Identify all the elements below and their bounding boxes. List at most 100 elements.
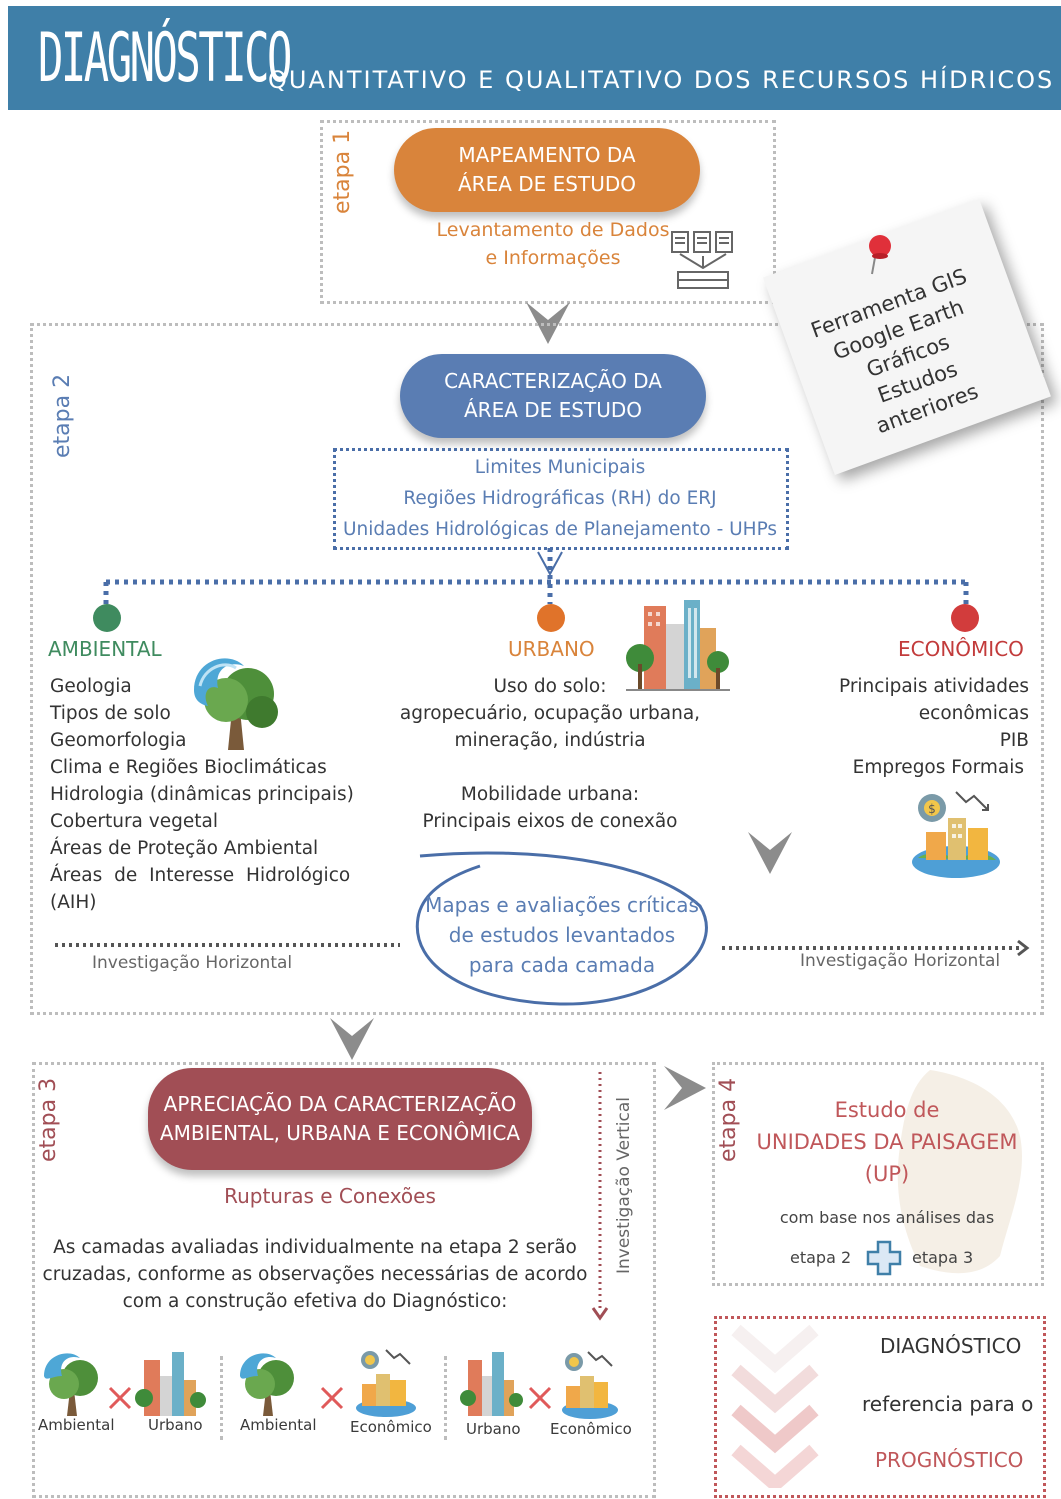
pair1-label-b: Urbano xyxy=(148,1416,203,1434)
pushpin-icon xyxy=(869,235,891,275)
etapa4-right: etapa 3 xyxy=(912,1248,974,1267)
etapa4-title: Estudo de UNIDADES DA PAISAGEM (UP) xyxy=(742,1094,1032,1190)
etapa1-sub-line1: Levantamento de Dados xyxy=(436,219,670,241)
economico-dot xyxy=(951,604,979,632)
arrow-down-2 xyxy=(748,832,792,874)
final-box xyxy=(714,1316,1046,1498)
pair-ambiental-urbano xyxy=(44,1352,206,1416)
horizontal-line-left xyxy=(55,943,400,947)
pair2-label-a: Ambiental xyxy=(240,1416,317,1434)
etapa3-subtitle: Rupturas e Conexões xyxy=(224,1184,436,1208)
page-title: DIAGNÓSTICO xyxy=(38,19,292,98)
etapa1-title-line2: ÁREA DE ESTUDO xyxy=(458,172,636,196)
etapa1-label: etapa 1 xyxy=(330,129,355,214)
etapa2-title-line1: CARACTERIZAÇÃO DA xyxy=(444,369,662,393)
etapa3-title-line2: AMBIENTAL, URBANA E ECONÔMICA xyxy=(159,1121,521,1145)
pair-urbano-economico xyxy=(460,1351,618,1419)
city-buildings-icon xyxy=(626,600,730,691)
urbano-title: URBANO xyxy=(508,637,595,661)
horizontal-label-left: Investigação Horizontal xyxy=(92,953,293,973)
pair3-label-b: Econômico xyxy=(550,1420,632,1438)
ambiental-item: Hidrologia (dinâmicas principais) xyxy=(50,784,354,805)
limit-item: Regiões Hidrográficas (RH) do ERJ xyxy=(403,488,717,509)
economico-item: econômicas xyxy=(918,703,1029,724)
map-background xyxy=(897,1070,1022,1274)
ambiental-item: (AIH) xyxy=(50,892,97,913)
etapa2-title-box: CARACTERIZAÇÃO DA ÁREA DE ESTUDO xyxy=(400,354,706,438)
etapa3-title-line1: APRECIAÇÃO DA CARACTERIZAÇÃO xyxy=(163,1092,517,1116)
economico-title: ECONÔMICO xyxy=(898,637,1024,661)
chevrons-down-icon xyxy=(731,1324,819,1488)
pair1-label-a: Ambiental xyxy=(38,1416,115,1434)
etapa4-left: etapa 2 xyxy=(790,1248,852,1267)
ambiental-item: Geologia xyxy=(50,676,132,697)
final-line1: DIAGNÓSTICO xyxy=(880,1334,1022,1358)
page-subtitle: QUANTITATIVO E QUALITATIVO DOS RECURSOS … xyxy=(268,66,1055,94)
urbano-item: agropecuário, ocupação urbana, xyxy=(399,703,701,724)
tree-wave-icon xyxy=(194,658,278,750)
etapa4-title-line3: (UP) xyxy=(864,1162,910,1186)
etapa3-text-line2: cruzadas, conforme as observações necess… xyxy=(42,1264,588,1285)
limits-box xyxy=(333,448,789,550)
economico-list: Principais atividades econômicas PIB Emp… xyxy=(800,673,1029,781)
horizontal-line-right xyxy=(722,939,1030,957)
ambiental-item: Cobertura vegetal xyxy=(50,811,218,832)
economico-item: Principais atividades xyxy=(838,676,1029,697)
limit-item: Unidades Hidrológicas de Planejamento - … xyxy=(342,519,778,540)
etapa3-box xyxy=(32,1062,656,1498)
etapa3-text-line1: As camadas avaliadas individualmente na … xyxy=(53,1237,577,1258)
economico-item: Empregos Formais xyxy=(852,757,1024,778)
etapa3-label: etapa 3 xyxy=(36,1077,61,1162)
economico-item: PIB xyxy=(999,730,1029,751)
ambiental-title: AMBIENTAL xyxy=(48,637,162,661)
arrow-right xyxy=(664,1066,706,1110)
plus-icon xyxy=(866,1240,902,1276)
etapa2-label: etapa 2 xyxy=(50,373,75,458)
urbano-dot xyxy=(537,604,565,632)
hand-drawn-circle xyxy=(415,851,708,1006)
urbano-item: Uso do solo: xyxy=(493,676,607,697)
branch-connector xyxy=(103,548,969,604)
limits-list: Limites Municipais Regiões Hidrográficas… xyxy=(320,452,800,545)
ambiental-item: Clima e Regiões Bioclimáticas xyxy=(50,757,327,778)
etapa4-title-line1: Estudo de xyxy=(834,1098,940,1122)
ambiental-item: Áreas de Proteção Ambiental xyxy=(50,838,319,859)
documents-icon xyxy=(671,231,733,289)
vertical-investigation-label: Investigação Vertical xyxy=(614,1097,634,1274)
circle-line2: de estudos levantados xyxy=(448,923,676,947)
etapa4-sub: com base nos análises das xyxy=(779,1208,995,1227)
urbano-item: Principais eixos de conexão xyxy=(422,811,678,832)
etapa3-text-line3: com a construção efetiva do Diagnóstico: xyxy=(122,1291,508,1312)
urbano-item: Mobilidade urbana: xyxy=(460,784,640,805)
etapa2-box xyxy=(30,323,1044,1015)
circle-line1: Mapas e avaliações críticas xyxy=(425,893,699,917)
etapa1-title-line1: MAPEAMENTO DA xyxy=(458,143,636,167)
etapa3-title-box: APRECIAÇÃO DA CARACTERIZAÇÃO AMBIENTAL, … xyxy=(148,1068,532,1170)
pair2-label-b: Econômico xyxy=(350,1418,432,1436)
urbano-spacer xyxy=(380,754,720,781)
circle-text: Mapas e avaliações críticas de estudos l… xyxy=(412,890,712,980)
arrow-down-3 xyxy=(330,1018,374,1060)
urbano-item: mineração, indústria xyxy=(454,730,646,751)
header-banner xyxy=(8,6,1061,110)
ambiental-item: Áreas de Interesse Hidrológico xyxy=(50,865,351,886)
vertical-investigation-line xyxy=(591,1072,609,1321)
ambiental-list: Geologia Tipos de solo Geomorfologia Cli… xyxy=(50,673,360,916)
etapa1-title-box: MAPEAMENTO DA ÁREA DE ESTUDO xyxy=(394,128,700,212)
pair3-label-a: Urbano xyxy=(466,1420,521,1438)
horizontal-label-right: Investigação Horizontal xyxy=(800,951,1001,971)
etapa1-box xyxy=(320,120,776,304)
urbano-list: Uso do solo: agropecuário, ocupação urba… xyxy=(380,673,720,835)
etapa4-title-line2: UNIDADES DA PAISAGEM xyxy=(756,1130,1018,1154)
ambiental-dot xyxy=(93,604,121,632)
pair-ambiental-economico xyxy=(240,1349,416,1417)
economy-icon: $ xyxy=(912,791,1000,878)
etapa1-sub-line2: e Informações xyxy=(485,247,621,269)
final-line2: referencia para o xyxy=(862,1392,1034,1416)
pair-divider xyxy=(444,1356,447,1440)
final-line3: PROGNÓSTICO xyxy=(875,1448,1024,1472)
etapa3-text: As camadas avaliadas individualmente na … xyxy=(40,1234,590,1315)
limit-item: Limites Municipais xyxy=(474,457,646,478)
ambiental-item: Geomorfologia xyxy=(50,730,187,751)
svg-text:$: $ xyxy=(928,802,936,816)
